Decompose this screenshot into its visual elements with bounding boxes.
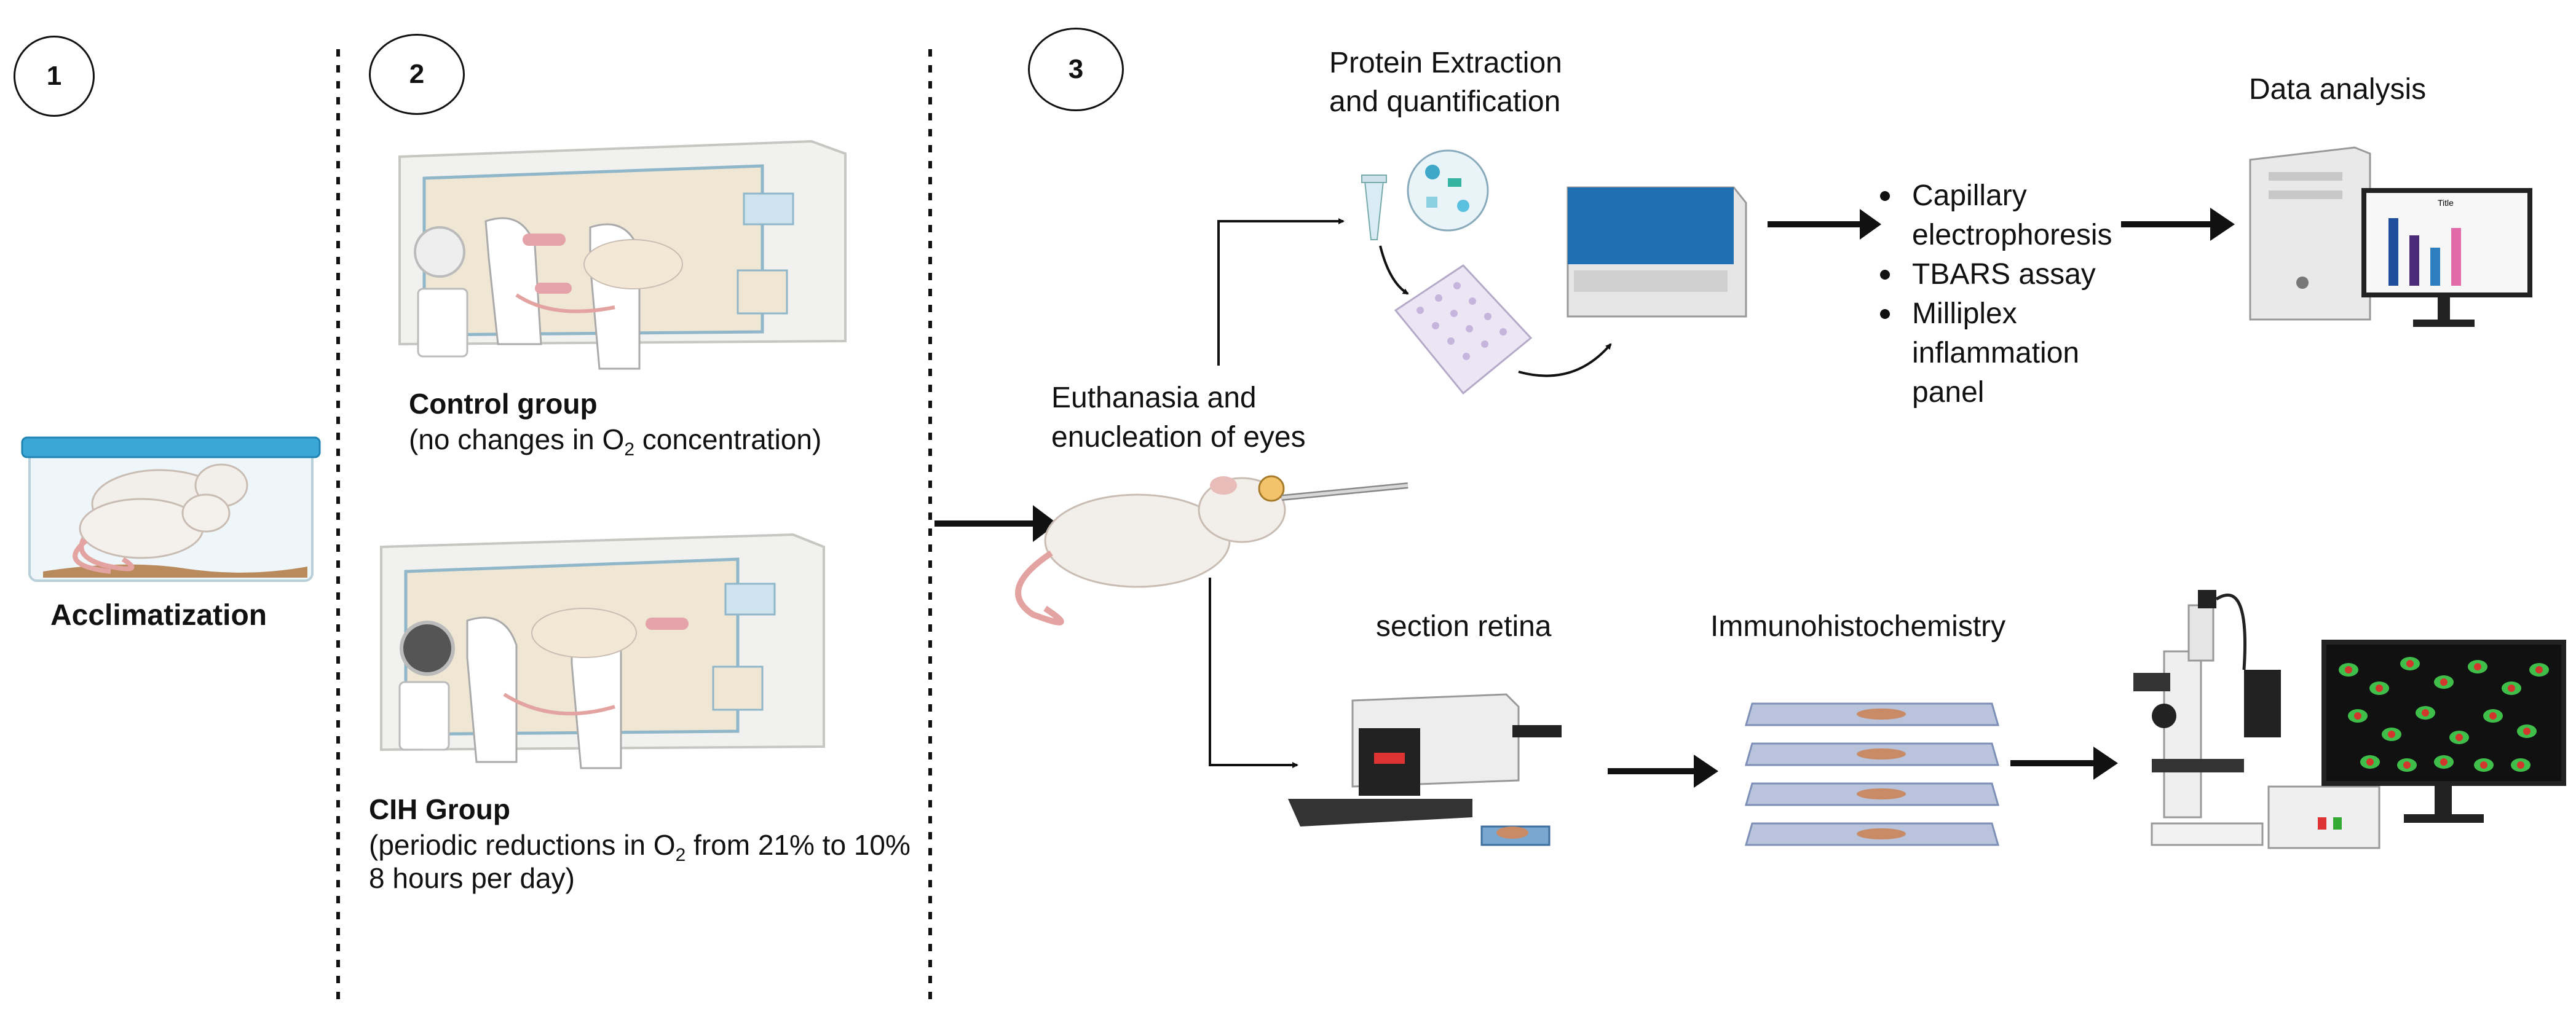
cell-nucleus (2406, 660, 2414, 667)
cell-nucleus (2354, 712, 2361, 720)
assay-list: Capillary electrophoresis TBARS assay Mi… (1875, 176, 2170, 412)
cih-group-title: CIH Group (369, 793, 510, 825)
slides-icon (1745, 702, 1999, 846)
cih-chamber-illustration (380, 533, 825, 769)
cih-group-description-line2: 8 hours per day) (369, 862, 575, 894)
cell-nucleus (2440, 758, 2448, 766)
step-1-badge: 1 (14, 36, 95, 117)
protein-circle-icon (1407, 149, 1489, 232)
analyzer-instrument-icon (1567, 186, 1747, 318)
control-group-description: (no changes in O2 concentration) (409, 423, 821, 460)
cell-nucleus (2489, 712, 2497, 720)
step-2-badge: 2 (369, 34, 465, 115)
cell-nucleus (2345, 666, 2352, 673)
chart-bar (2388, 218, 2398, 286)
data-analysis-label: Data analysis (2249, 73, 2427, 106)
cell-nucleus (2422, 709, 2429, 717)
control-desc-pre: (no changes in O (409, 423, 625, 455)
rat-icon (73, 493, 231, 574)
tube-icon (1361, 175, 1387, 240)
step-1-number: 1 (46, 61, 62, 91)
section-retina-label: section retina (1376, 610, 1552, 643)
protein-extraction-label-line2: and quantification (1329, 85, 1561, 118)
arrow-to-section-retina (1209, 578, 1298, 768)
cell-nucleus (2523, 728, 2531, 735)
cage-illustration (21, 436, 321, 582)
step-3-badge: 3 (1028, 28, 1124, 111)
arrow-plate-to-analyzer (1518, 343, 1612, 377)
arrowhead-1 (1033, 505, 1057, 542)
control-desc-post: concentration) (634, 423, 822, 455)
arrowhead-5 (2093, 747, 2118, 780)
cell-nucleus (2403, 761, 2411, 769)
fluorescence-monitor-icon (2321, 640, 2566, 823)
microscope-icon (2133, 590, 2380, 849)
arrow-tube-to-plate (1379, 245, 1409, 295)
chart-bar (2451, 228, 2461, 286)
control-group-title: Control group (409, 388, 598, 420)
immunohistochemistry-label: Immunohistochemistry (1710, 610, 2006, 643)
assay-item: TBARS assay (1875, 255, 2170, 294)
euthanasia-label-line1: Euthanasia and (1051, 382, 1257, 414)
cih-group-description-line1: (periodic reductions in O2 from 21% to 1… (369, 828, 911, 866)
cell-nucleus (2508, 685, 2515, 692)
chart-bar (2409, 235, 2419, 286)
control-desc-sub: 2 (624, 439, 635, 460)
cell-nucleus (2480, 761, 2487, 769)
microtome-icon (1288, 693, 1562, 846)
step-2-number: 2 (409, 59, 425, 89)
bar-chart-icon: Title (2388, 198, 2461, 286)
protein-extraction-label-line1: Protein Extraction (1329, 47, 1562, 79)
assay-item: Capillary electrophoresis (1875, 176, 2146, 255)
control-chamber-illustration (398, 139, 847, 370)
arrowhead-4 (1694, 755, 1718, 788)
acclimatization-label: Acclimatization (50, 599, 267, 632)
arrowhead-3 (2210, 208, 2235, 241)
cell-nucleus (2455, 734, 2463, 741)
chart-bar (2430, 248, 2440, 286)
cih-desc-pre: (periodic reductions in O (369, 829, 676, 861)
cih-desc-post: from 21% to 10% (685, 829, 911, 861)
cell-nucleus (2440, 678, 2448, 686)
arrow-to-protein-extraction (1217, 218, 1345, 366)
assay-item: Milliplex inflammation panel (1875, 294, 2115, 412)
euthanasia-label-line2: enucleation of eyes (1051, 421, 1306, 453)
cell-nucleus (2376, 685, 2383, 692)
cih-desc-sub: 2 (675, 845, 686, 866)
cell-nucleus (2388, 731, 2395, 738)
well-plate-icon (1394, 264, 1533, 395)
step-3-number: 3 (1068, 54, 1084, 84)
chart-title: Title (2438, 198, 2454, 208)
cell-nucleus (2366, 758, 2374, 766)
cell-nucleus (2517, 761, 2524, 769)
rat-euthanasia-illustration (1015, 475, 1409, 626)
cell-nucleus (2535, 666, 2543, 673)
cell-nucleus (2474, 663, 2481, 670)
arrowhead-2 (1860, 209, 1881, 240)
